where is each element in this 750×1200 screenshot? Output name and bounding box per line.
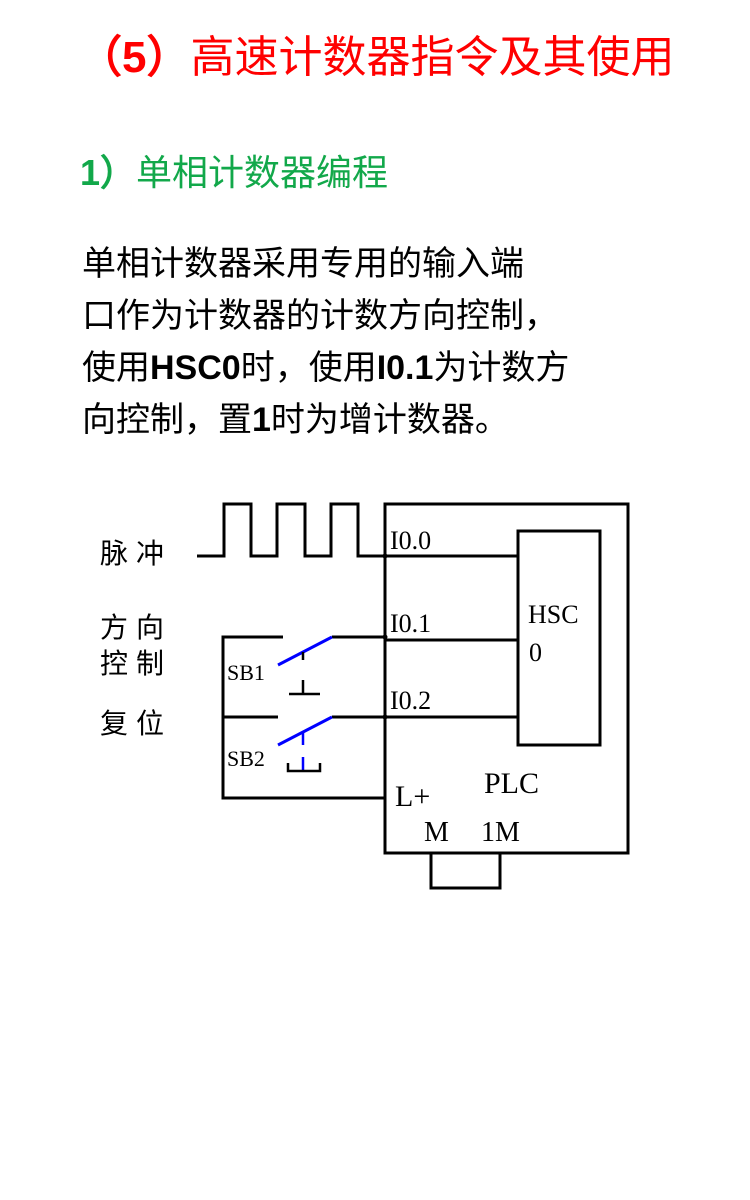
text-segment: 时，使用 bbox=[240, 348, 377, 388]
label-l-plus: L+ bbox=[395, 780, 430, 813]
description-line-2: 口作为计数器的计数方向控制， bbox=[82, 296, 558, 336]
plc-box bbox=[383, 502, 630, 855]
description-paragraph: 单相计数器采用专用的输入端 口作为计数器的计数方向控制， 使用HSC0时，使用I… bbox=[82, 238, 662, 446]
hsc-block bbox=[516, 529, 602, 747]
title-text: 高速计数器指令及其使用 bbox=[190, 32, 675, 83]
description-line-1: 单相计数器采用专用的输入端 bbox=[82, 244, 524, 284]
label-reset: 复位 bbox=[100, 707, 172, 740]
label-direction-2: 控制 bbox=[100, 647, 172, 680]
text-segment: 使用 bbox=[82, 348, 150, 388]
description-line-3: 使用HSC0时，使用I0.1为计数方 bbox=[82, 342, 662, 394]
sb2-button-cup bbox=[286, 763, 322, 773]
description-line-4: 向控制，置1时为增计数器。 bbox=[82, 394, 662, 446]
junction-dot bbox=[382, 634, 388, 640]
subtitle-number: 1） bbox=[80, 152, 137, 193]
sb1-blade bbox=[277, 635, 333, 667]
label-i02: I0.2 bbox=[390, 686, 431, 715]
junction-dot bbox=[382, 714, 388, 720]
i01-term: I0.1 bbox=[376, 349, 434, 387]
label-i01: I0.1 bbox=[390, 609, 431, 638]
label-direction-1: 方向 bbox=[100, 611, 172, 644]
sb1-switch bbox=[277, 635, 333, 696]
label-hsc: HSC bbox=[528, 600, 579, 629]
sb2-blade bbox=[277, 715, 333, 747]
label-sb2: SB2 bbox=[227, 746, 265, 771]
label-hsc-index: 0 bbox=[529, 638, 542, 667]
label-sb1: SB1 bbox=[227, 660, 265, 685]
text-segment: 为计数方 bbox=[433, 348, 570, 388]
junction-dot bbox=[382, 553, 388, 559]
text-segment: 向控制，置 bbox=[82, 400, 252, 440]
title-number: （5） bbox=[78, 33, 191, 82]
pulse-waveform bbox=[197, 502, 385, 558]
m-1m-jumper bbox=[429, 853, 502, 890]
sb2-switch bbox=[277, 715, 333, 773]
label-i00: I0.0 bbox=[390, 526, 431, 555]
label-plc: PLC bbox=[484, 767, 539, 800]
label-1m: 1M bbox=[481, 817, 520, 848]
label-pulse: 脉冲 bbox=[100, 537, 172, 570]
text-segment: 时为增计数器。 bbox=[270, 400, 509, 440]
page-title: （5）高速计数器指令及其使用 bbox=[78, 28, 674, 88]
subtitle-text: 单相计数器编程 bbox=[136, 153, 389, 194]
label-m: M bbox=[424, 817, 449, 848]
section-subtitle: 1）单相计数器编程 bbox=[80, 148, 388, 199]
value-one: 1 bbox=[252, 401, 271, 439]
hsc0-term: HSC0 bbox=[150, 349, 241, 387]
